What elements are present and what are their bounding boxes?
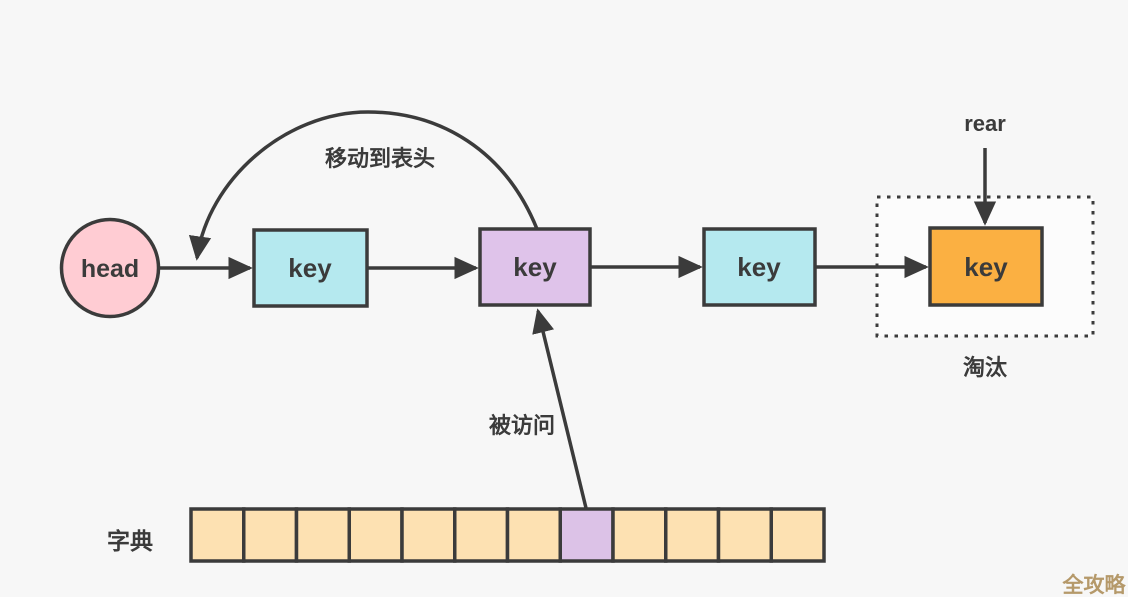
dictionary-cell	[242, 507, 299, 563]
key-node-3	[702, 227, 817, 307]
arrow-accessed	[532, 308, 588, 509]
dictionary-cells	[189, 507, 826, 563]
dictionary-cell	[453, 507, 510, 563]
key4-label: key	[964, 252, 1008, 282]
key3-label: key	[737, 252, 781, 282]
arrow-move-to-head	[188, 110, 539, 261]
accessed-label: 被访问	[489, 413, 555, 438]
head-label: head	[81, 255, 139, 283]
rear-label: rear	[964, 111, 1006, 136]
dictionary-cell	[347, 507, 404, 563]
dictionary-cell-accessed	[558, 507, 615, 563]
key-node-4-evicted	[928, 226, 1044, 307]
watermark: 全攻略	[1062, 573, 1127, 597]
dictionary-cell	[716, 507, 773, 563]
dictionary-cell	[611, 507, 668, 563]
dictionary-cell	[505, 507, 562, 563]
diagram-labels: head key key key key 移动到表头 rear 淘汰 被访问 字…	[81, 111, 1127, 597]
key1-label: key	[288, 253, 332, 283]
key-node-1	[252, 228, 369, 308]
evict-label: 淘汰	[963, 355, 1008, 380]
move-to-head-label: 移动到表头	[325, 146, 435, 171]
dictionary-label: 字典	[107, 528, 153, 554]
dictionary-cell	[294, 507, 351, 563]
diagram-shapes	[59, 110, 1095, 563]
dictionary-cell	[664, 507, 721, 563]
key2-label: key	[513, 252, 557, 282]
dictionary-cell	[769, 507, 826, 563]
head-node	[59, 217, 161, 319]
key-node-2-accessed	[478, 227, 592, 307]
dictionary-cell	[189, 507, 246, 563]
dictionary-cell	[400, 507, 457, 563]
